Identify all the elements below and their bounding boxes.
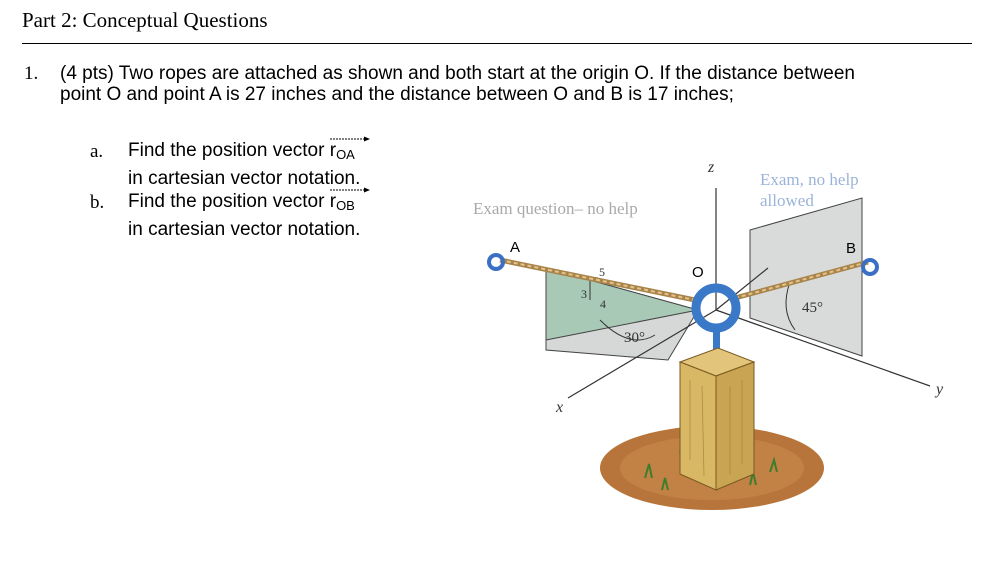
vector-arrow-icon — [329, 136, 370, 142]
part-a: Find the position vector rOA in cartesia… — [128, 136, 370, 191]
label-o: O — [692, 264, 704, 281]
post-left-face — [679, 361, 717, 491]
angle-45-label: 45° — [802, 300, 823, 316]
vector-arrow-icon — [329, 187, 370, 193]
triangle-3: 3 — [581, 287, 587, 301]
part-b: Find the position vector rOB in cartesia… — [128, 187, 370, 242]
anchor-b-icon — [861, 258, 879, 276]
rope-diagram: z x y O A B 5 3 4 30° 45° — [450, 150, 970, 565]
label-a: A — [510, 239, 520, 256]
part-a-line2: in cartesian vector notation. — [128, 168, 361, 189]
part-b-line2: in cartesian vector notation. — [128, 219, 361, 240]
watermark-right-line2: allowed — [760, 191, 814, 210]
label-y: y — [934, 381, 944, 398]
x-axis — [567, 309, 717, 399]
angle-30-arc — [599, 319, 656, 341]
label-z: z — [707, 159, 715, 176]
label-b: B — [846, 240, 856, 257]
part-b-letter: b. — [90, 192, 105, 213]
part-a-line1: Find the position vector — [128, 140, 325, 161]
plane-green-triangle — [545, 267, 699, 341]
part-b-line1: Find the position vector — [128, 191, 325, 212]
angle-45-arc — [785, 281, 796, 331]
triangle-5: 5 — [599, 265, 605, 279]
anchor-a-icon — [487, 253, 505, 271]
section-divider — [22, 43, 972, 44]
rope-diagram-svg: z x y O A B 5 3 4 30° 45° — [487, 159, 944, 510]
question-number: 1. — [24, 63, 39, 84]
label-x: x — [555, 399, 563, 416]
vector-r-oa: rOA — [329, 136, 370, 167]
triangle-4: 4 — [600, 297, 606, 311]
eye-bolt-shank — [713, 326, 720, 358]
post-right-face — [715, 361, 755, 491]
y-axis — [715, 309, 931, 387]
angle-30-label: 30° — [624, 330, 645, 346]
vector-r-ob: rOB — [329, 187, 370, 218]
section-title: Part 2: Conceptual Questions — [22, 8, 268, 32]
question-text: (4 pts) Two ropes are attached as shown … — [60, 63, 855, 105]
watermark-right-line1: Exam, no help — [760, 170, 859, 189]
watermark-left: Exam question– no help — [473, 199, 638, 218]
part-a-letter: a. — [90, 141, 104, 162]
